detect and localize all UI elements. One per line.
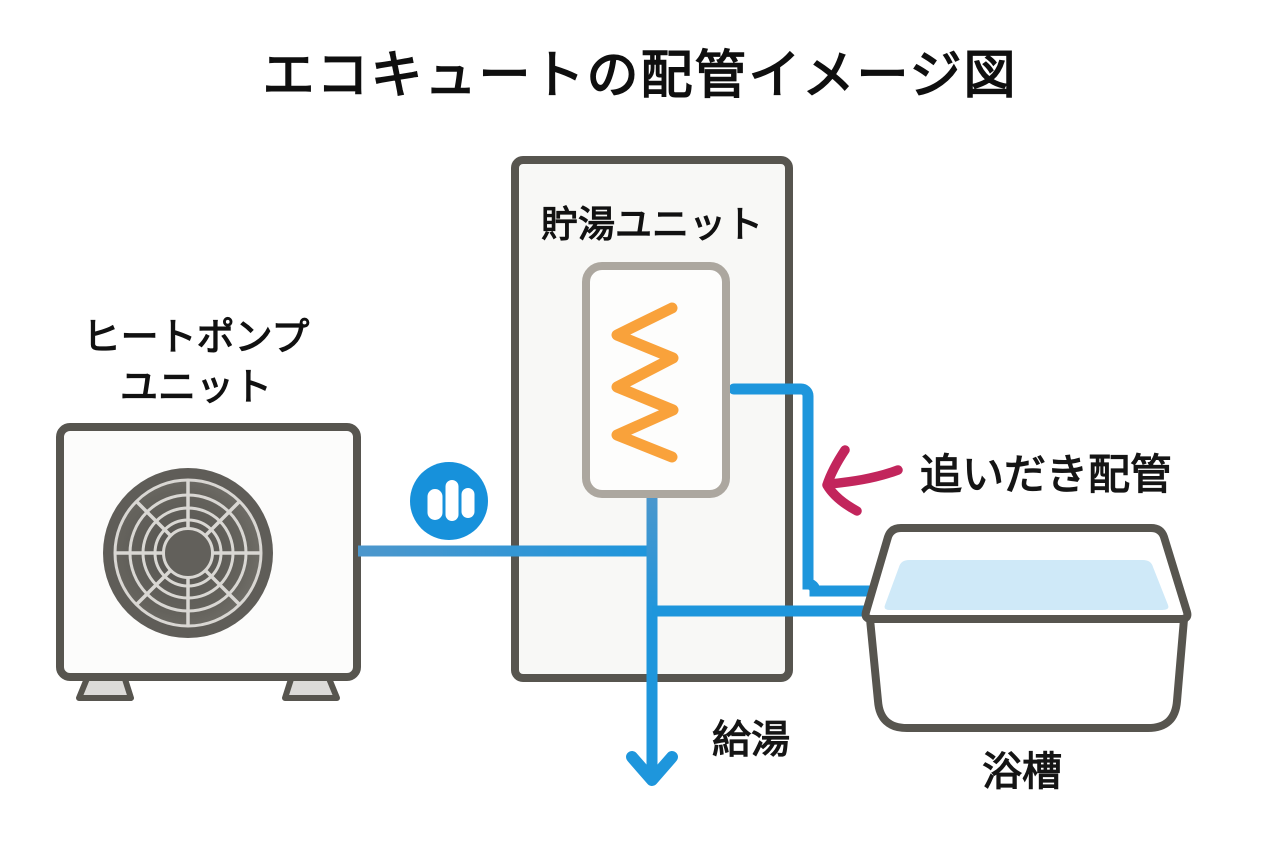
fan-spokes [115,480,261,626]
heat-pump-label-line1: ヒートポンプ [82,317,310,359]
heat-pump-unit [56,423,361,701]
pipe-reheat-loop [728,383,880,597]
reheat-pipe-label: 追いだき配管 [920,451,1173,498]
inner-tank [582,262,730,498]
bathtub-label: 浴槽 [982,750,1062,794]
bathtub-water [884,560,1169,610]
heat-pump-label-line2: ユニット [119,367,272,409]
down-arrow-icon [626,751,678,786]
bathtub-body [866,615,1188,732]
pump-icon-bars [427,480,475,521]
tank-unit-label: 貯湯ユニット [541,204,763,245]
hot-water-supply-label: 給湯 [712,719,791,762]
bathtub [861,524,1192,732]
pump-icon [410,462,488,540]
fan-icon [103,468,273,638]
heating-coil-icon [611,302,679,463]
page-title: エコキュートの配管イメージ図 [262,47,1018,105]
reheat-arrow-icon [822,445,903,516]
